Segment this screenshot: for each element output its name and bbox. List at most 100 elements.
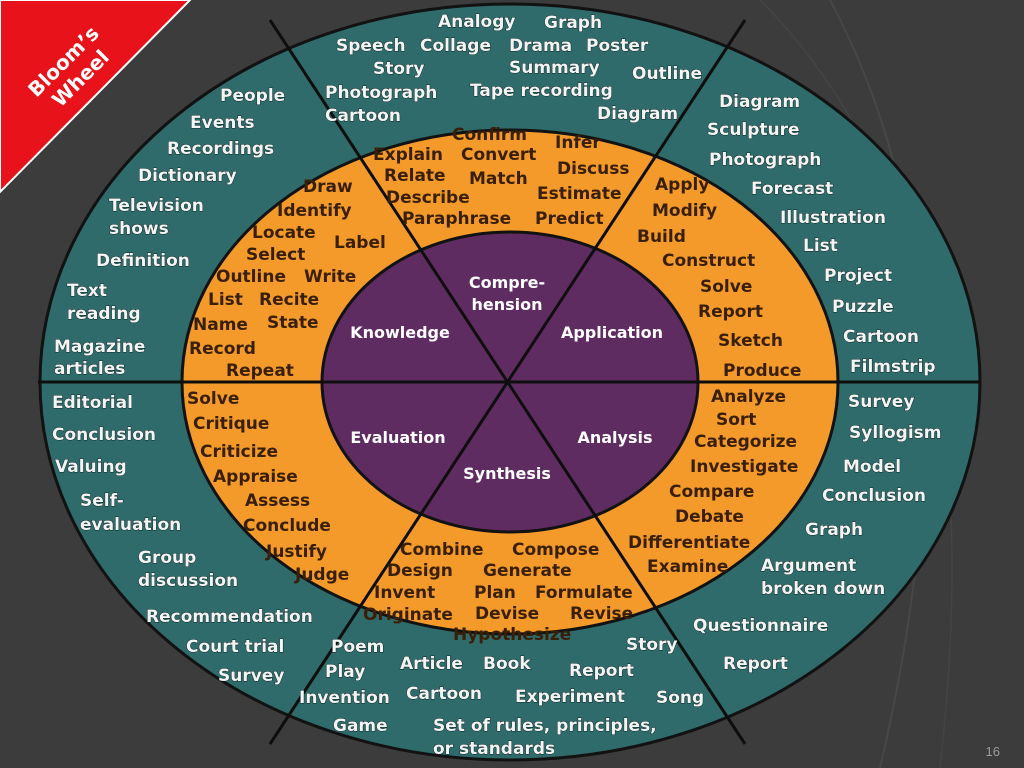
- product: Summary: [509, 58, 600, 78]
- verb: Describe: [386, 188, 470, 208]
- verb: Generate: [483, 561, 572, 581]
- core-label-application: Application: [561, 323, 663, 342]
- verb: Name: [193, 315, 248, 335]
- verb: Convert: [461, 145, 536, 165]
- product: Photograph: [709, 150, 821, 170]
- verb: Build: [637, 227, 686, 247]
- product: Drama: [509, 36, 572, 56]
- verb: Discuss: [557, 159, 629, 179]
- product: shows: [109, 219, 169, 239]
- core-label-analysis: Analysis: [577, 428, 652, 447]
- verb: Criticize: [200, 442, 278, 462]
- verb: Assess: [245, 491, 310, 511]
- verb: Draw: [303, 177, 353, 197]
- verb: Locate: [252, 223, 316, 243]
- verb: Categorize: [694, 432, 797, 452]
- product: Cartoon: [843, 327, 919, 347]
- product: Court trial: [186, 637, 284, 657]
- verb: Solve: [700, 277, 752, 297]
- product: Collage: [420, 36, 491, 56]
- product: Dictionary: [138, 166, 237, 186]
- verb: Plan: [474, 583, 516, 603]
- verb: Relate: [384, 166, 446, 186]
- product: People: [220, 86, 285, 106]
- core-label-comprehension-1: Compre-: [469, 273, 545, 292]
- product: articles: [54, 359, 125, 379]
- verb: Confirm: [452, 125, 527, 145]
- product: Illustration: [780, 208, 886, 228]
- product: Graph: [805, 520, 863, 540]
- product: Poem: [331, 637, 384, 657]
- verb: Sort: [716, 410, 756, 430]
- product: Conclusion: [52, 425, 156, 445]
- product: Conclusion: [822, 486, 926, 506]
- product: Photograph: [325, 83, 437, 103]
- verb: Solve: [187, 389, 239, 409]
- product: Self-: [80, 491, 124, 511]
- verb: Combine: [400, 540, 484, 560]
- core-label-comprehension-2: hension: [471, 295, 542, 314]
- product: Analogy: [438, 12, 516, 32]
- product: Poster: [586, 36, 649, 56]
- verb: Sketch: [718, 331, 783, 351]
- verb: Apply: [655, 175, 709, 195]
- verb: State: [267, 313, 319, 333]
- verb: Critique: [193, 414, 269, 434]
- product: Invention: [299, 688, 390, 708]
- product: Experiment: [515, 687, 625, 707]
- verb: Construct: [662, 251, 755, 271]
- product: Cartoon: [406, 684, 482, 704]
- product: Story: [626, 635, 678, 655]
- product: Events: [190, 113, 255, 133]
- product: Diagram: [719, 92, 800, 112]
- page-number: 16: [986, 744, 1000, 759]
- verb: Explain: [373, 145, 443, 165]
- product: Definition: [96, 251, 190, 271]
- product: Survey: [848, 392, 914, 412]
- verb: Invent: [374, 583, 435, 603]
- product: Text: [67, 281, 107, 301]
- product: Valuing: [55, 457, 127, 477]
- product: Play: [325, 662, 365, 682]
- product: Diagram: [597, 104, 678, 124]
- verb: Hypothesize: [453, 625, 571, 645]
- verb: Appraise: [213, 467, 298, 487]
- verb: Modify: [652, 201, 717, 221]
- product: Recommendation: [146, 607, 313, 627]
- product: Survey: [218, 666, 284, 686]
- verb: Originate: [363, 605, 453, 625]
- verb: Investigate: [690, 457, 798, 477]
- verb: Revise: [570, 604, 633, 624]
- product: Story: [373, 59, 425, 79]
- product: Set of rules, principles,: [433, 716, 657, 736]
- verb: Identify: [277, 201, 352, 221]
- product: Book: [483, 654, 531, 674]
- core-label-synthesis: Synthesis: [463, 464, 551, 483]
- verb: Differentiate: [628, 533, 750, 553]
- product: Sculpture: [707, 120, 800, 140]
- product: Report: [569, 661, 634, 681]
- verb: Report: [698, 302, 763, 322]
- product: evaluation: [80, 515, 181, 535]
- verb: Match: [469, 169, 528, 189]
- product: Forecast: [751, 179, 833, 199]
- product: Model: [843, 457, 901, 477]
- product: Report: [723, 654, 788, 674]
- verb: Justify: [265, 542, 327, 562]
- verb: Select: [246, 245, 305, 265]
- product: Outline: [632, 64, 702, 84]
- product: discussion: [138, 571, 238, 591]
- verb: Estimate: [537, 184, 622, 204]
- verb: List: [208, 290, 243, 310]
- product: Syllogism: [849, 423, 942, 443]
- verb: Design: [387, 561, 453, 581]
- product: Group: [138, 548, 196, 568]
- product: Recordings: [167, 139, 274, 159]
- verb: Judge: [294, 565, 349, 585]
- product: Speech: [336, 36, 406, 56]
- product: Project: [824, 266, 892, 286]
- core-label-knowledge: Knowledge: [350, 323, 450, 342]
- verb: Write: [304, 267, 356, 287]
